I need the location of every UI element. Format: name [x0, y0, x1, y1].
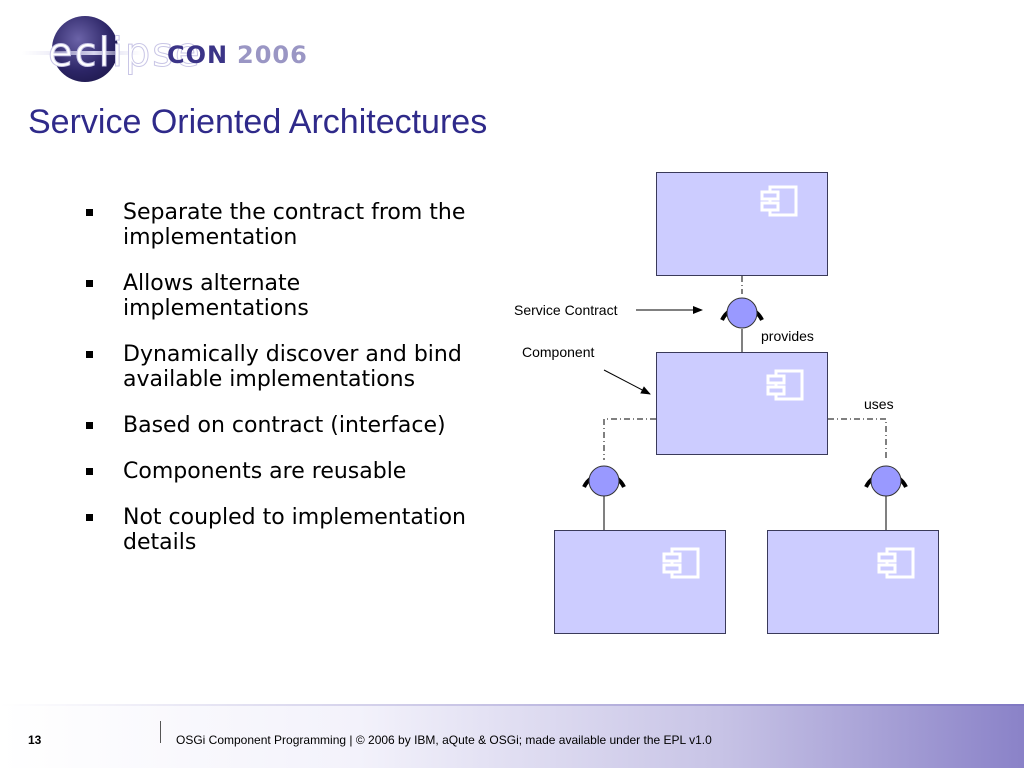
bullet-marker [86, 280, 93, 287]
logo-streak [22, 51, 142, 55]
bullet-text: Allows alternate implementations [123, 271, 309, 321]
bullet-item: Allows alternate implementations [86, 271, 486, 321]
diagram-connectors [582, 276, 908, 530]
label-service-contract: Service Contract [514, 302, 618, 318]
service-ball-icon [726, 297, 758, 329]
bullet-item: Based on contract (interface) [86, 413, 486, 438]
eclipsecon-logo: eclipse CON 2006 [22, 14, 322, 82]
bullet-item: Components are reusable [86, 459, 486, 484]
component-icon [766, 369, 804, 401]
service-ball-icon [870, 465, 902, 497]
footer-divider [0, 704, 1024, 706]
label-uses: uses [864, 396, 894, 412]
label-component: Component [522, 344, 595, 360]
logo-word-con: CON [167, 41, 229, 69]
component-box-bottom-right [767, 530, 939, 634]
bullet-marker [86, 422, 93, 429]
logo-orb [52, 16, 118, 82]
bullet-item: Dynamically discover and bind available … [86, 342, 486, 392]
bullet-text: Based on contract (interface) [123, 413, 446, 438]
footer-band [0, 704, 1024, 768]
component-arrow [603, 369, 651, 395]
footer-separator [160, 721, 161, 743]
bullet-text: Components are reusable [123, 459, 407, 484]
bullet-list: Separate the contract from the implement… [86, 200, 486, 576]
component-icon [760, 185, 798, 217]
label-provides: provides [761, 328, 814, 344]
soa-diagram: Service Contract Component provides uses [490, 160, 960, 650]
page-number: 13 [28, 733, 42, 747]
component-box-top [656, 172, 828, 276]
component-box-bottom-left [554, 530, 726, 634]
left-uses-connector [603, 418, 656, 460]
bullet-text: Dynamically discover and bind available … [123, 342, 462, 392]
footer-text: OSGi Component Programming | © 2006 by I… [176, 733, 712, 747]
bullet-marker [86, 209, 93, 216]
component-box-middle [656, 352, 828, 455]
bullet-marker [86, 351, 93, 358]
component-icon [877, 547, 915, 579]
bullet-text: Separate the contract from the implement… [123, 200, 466, 250]
bullet-item: Separate the contract from the implement… [86, 200, 486, 250]
slide-title: Service Oriented Architectures [28, 103, 488, 141]
bullet-marker [86, 514, 93, 521]
right-uses-connector [828, 418, 887, 460]
component-icon [662, 547, 700, 579]
bullet-item: Not coupled to implementation details [86, 505, 486, 555]
logo-word-year: 2006 [237, 41, 308, 69]
bullet-marker [86, 468, 93, 475]
logo-word-eclipse: eclipse [48, 30, 202, 77]
service-ball-icon [588, 465, 620, 497]
bullet-text: Not coupled to implementation details [123, 505, 466, 555]
